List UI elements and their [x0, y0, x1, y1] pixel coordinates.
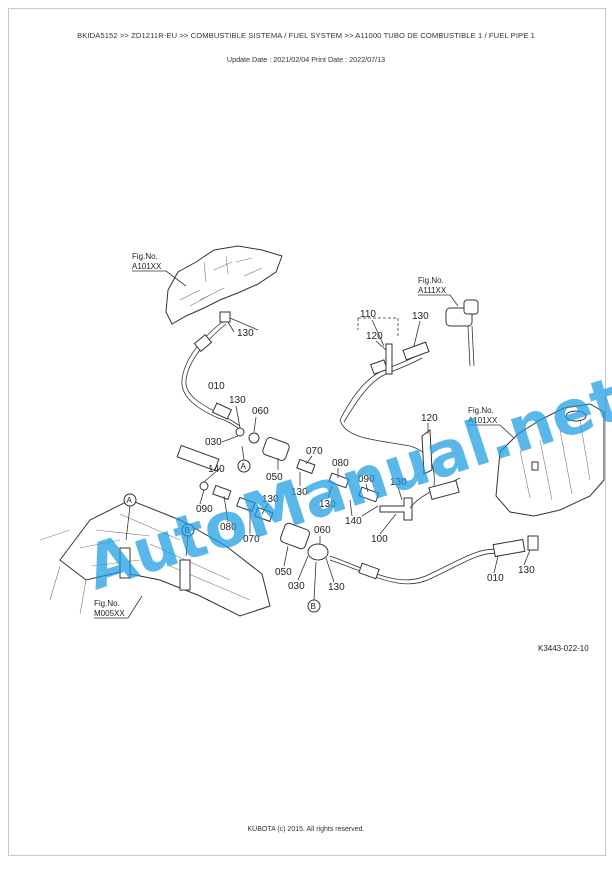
- svg-text:A101XX: A101XX: [468, 416, 498, 425]
- fig-ref-m005xx: Fig.No. M005XX: [94, 595, 143, 619]
- update-print-dates: Update Date : 2021/02/04 Print Date : 20…: [226, 55, 386, 64]
- pn-140: 140: [345, 516, 362, 527]
- pn-070: 070: [306, 446, 323, 457]
- document-page: [8, 8, 606, 856]
- pn-130: 130: [518, 565, 535, 576]
- fig-ref-a101xx-top: Fig.No. A101XX: [132, 252, 187, 287]
- lower-parts-chain: [176, 444, 329, 561]
- fitting-top: [219, 311, 231, 323]
- breadcrumb: BKIDA5152 >> ZD1211R-EU >> COMBUSTIBLE S…: [77, 31, 535, 40]
- fuel-tank-top-left: [165, 245, 283, 325]
- pn-060: 060: [314, 525, 331, 536]
- pn-120: 120: [421, 413, 438, 424]
- fuel-pump-a111xx: [445, 299, 479, 367]
- pn-030: 030: [205, 437, 222, 448]
- callout-b-lower: B: [307, 561, 321, 613]
- clamp-120-right: [421, 429, 433, 475]
- pn-050: 050: [266, 472, 283, 483]
- pn-130: 130: [412, 311, 429, 322]
- fuel-pipe-010-lower: [329, 548, 501, 581]
- pn-140: 140: [208, 464, 225, 475]
- fuel-tank-right: [495, 403, 605, 517]
- pn-130: 130: [390, 477, 407, 488]
- pn-080: 080: [220, 522, 237, 533]
- svg-text:A: A: [127, 496, 133, 505]
- leader-lines: [199, 319, 531, 583]
- pn-090: 090: [196, 504, 213, 515]
- svg-text:A: A: [241, 462, 247, 471]
- pn-050: 050: [275, 567, 292, 578]
- pn-130: 130: [319, 499, 336, 510]
- pn-130: 130: [328, 582, 345, 593]
- figure-code: K3443-022-10: [538, 644, 589, 653]
- svg-text:Fig.No.: Fig.No.: [468, 406, 494, 415]
- pn-110: 110: [360, 309, 376, 320]
- fuel-pipe-010-upper: [181, 321, 239, 429]
- svg-text:Fig.No.: Fig.No.: [418, 276, 444, 285]
- pn-090: 090: [358, 474, 375, 485]
- svg-text:Fig.No.: Fig.No.: [132, 252, 158, 261]
- footer-copyright: KUBOTA (c) 2015. All rights reserved.: [247, 826, 365, 833]
- pn-100: 100: [371, 534, 388, 545]
- svg-text:B: B: [185, 526, 190, 535]
- pn-080: 080: [332, 458, 349, 469]
- upper-parts-chain: [235, 427, 413, 521]
- svg-text:A101XX: A101XX: [132, 262, 162, 271]
- pn-030: 030: [288, 581, 305, 592]
- part-number-labels: 130 010 130 060 030 140 050 070 130 080 …: [196, 309, 535, 593]
- callout-a-frame: A: [123, 493, 137, 541]
- pn-130: 130: [262, 494, 279, 505]
- svg-text:B: B: [311, 602, 316, 611]
- svg-text:Fig.No.: Fig.No.: [94, 599, 120, 608]
- pn-010: 010: [487, 573, 504, 584]
- pn-060: 060: [252, 406, 269, 417]
- pn-130: 130: [229, 395, 246, 406]
- pn-120: 120: [366, 331, 383, 342]
- pn-010: 010: [208, 381, 225, 392]
- pn-070: 070: [243, 534, 260, 545]
- svg-text:M005XX: M005XX: [94, 609, 125, 618]
- callout-a-upper: A: [237, 445, 251, 473]
- callout-b-frame: B: [181, 523, 195, 557]
- pn-130: 130: [291, 487, 308, 498]
- pn-130: 130: [237, 328, 254, 339]
- svg-text:A111XX: A111XX: [418, 286, 447, 295]
- fig-ref-a101xx-right: Fig.No. A101XX: [468, 406, 515, 439]
- clamp-120-upper: [385, 343, 393, 375]
- fig-ref-a111xx: Fig.No. A111XX: [418, 276, 459, 307]
